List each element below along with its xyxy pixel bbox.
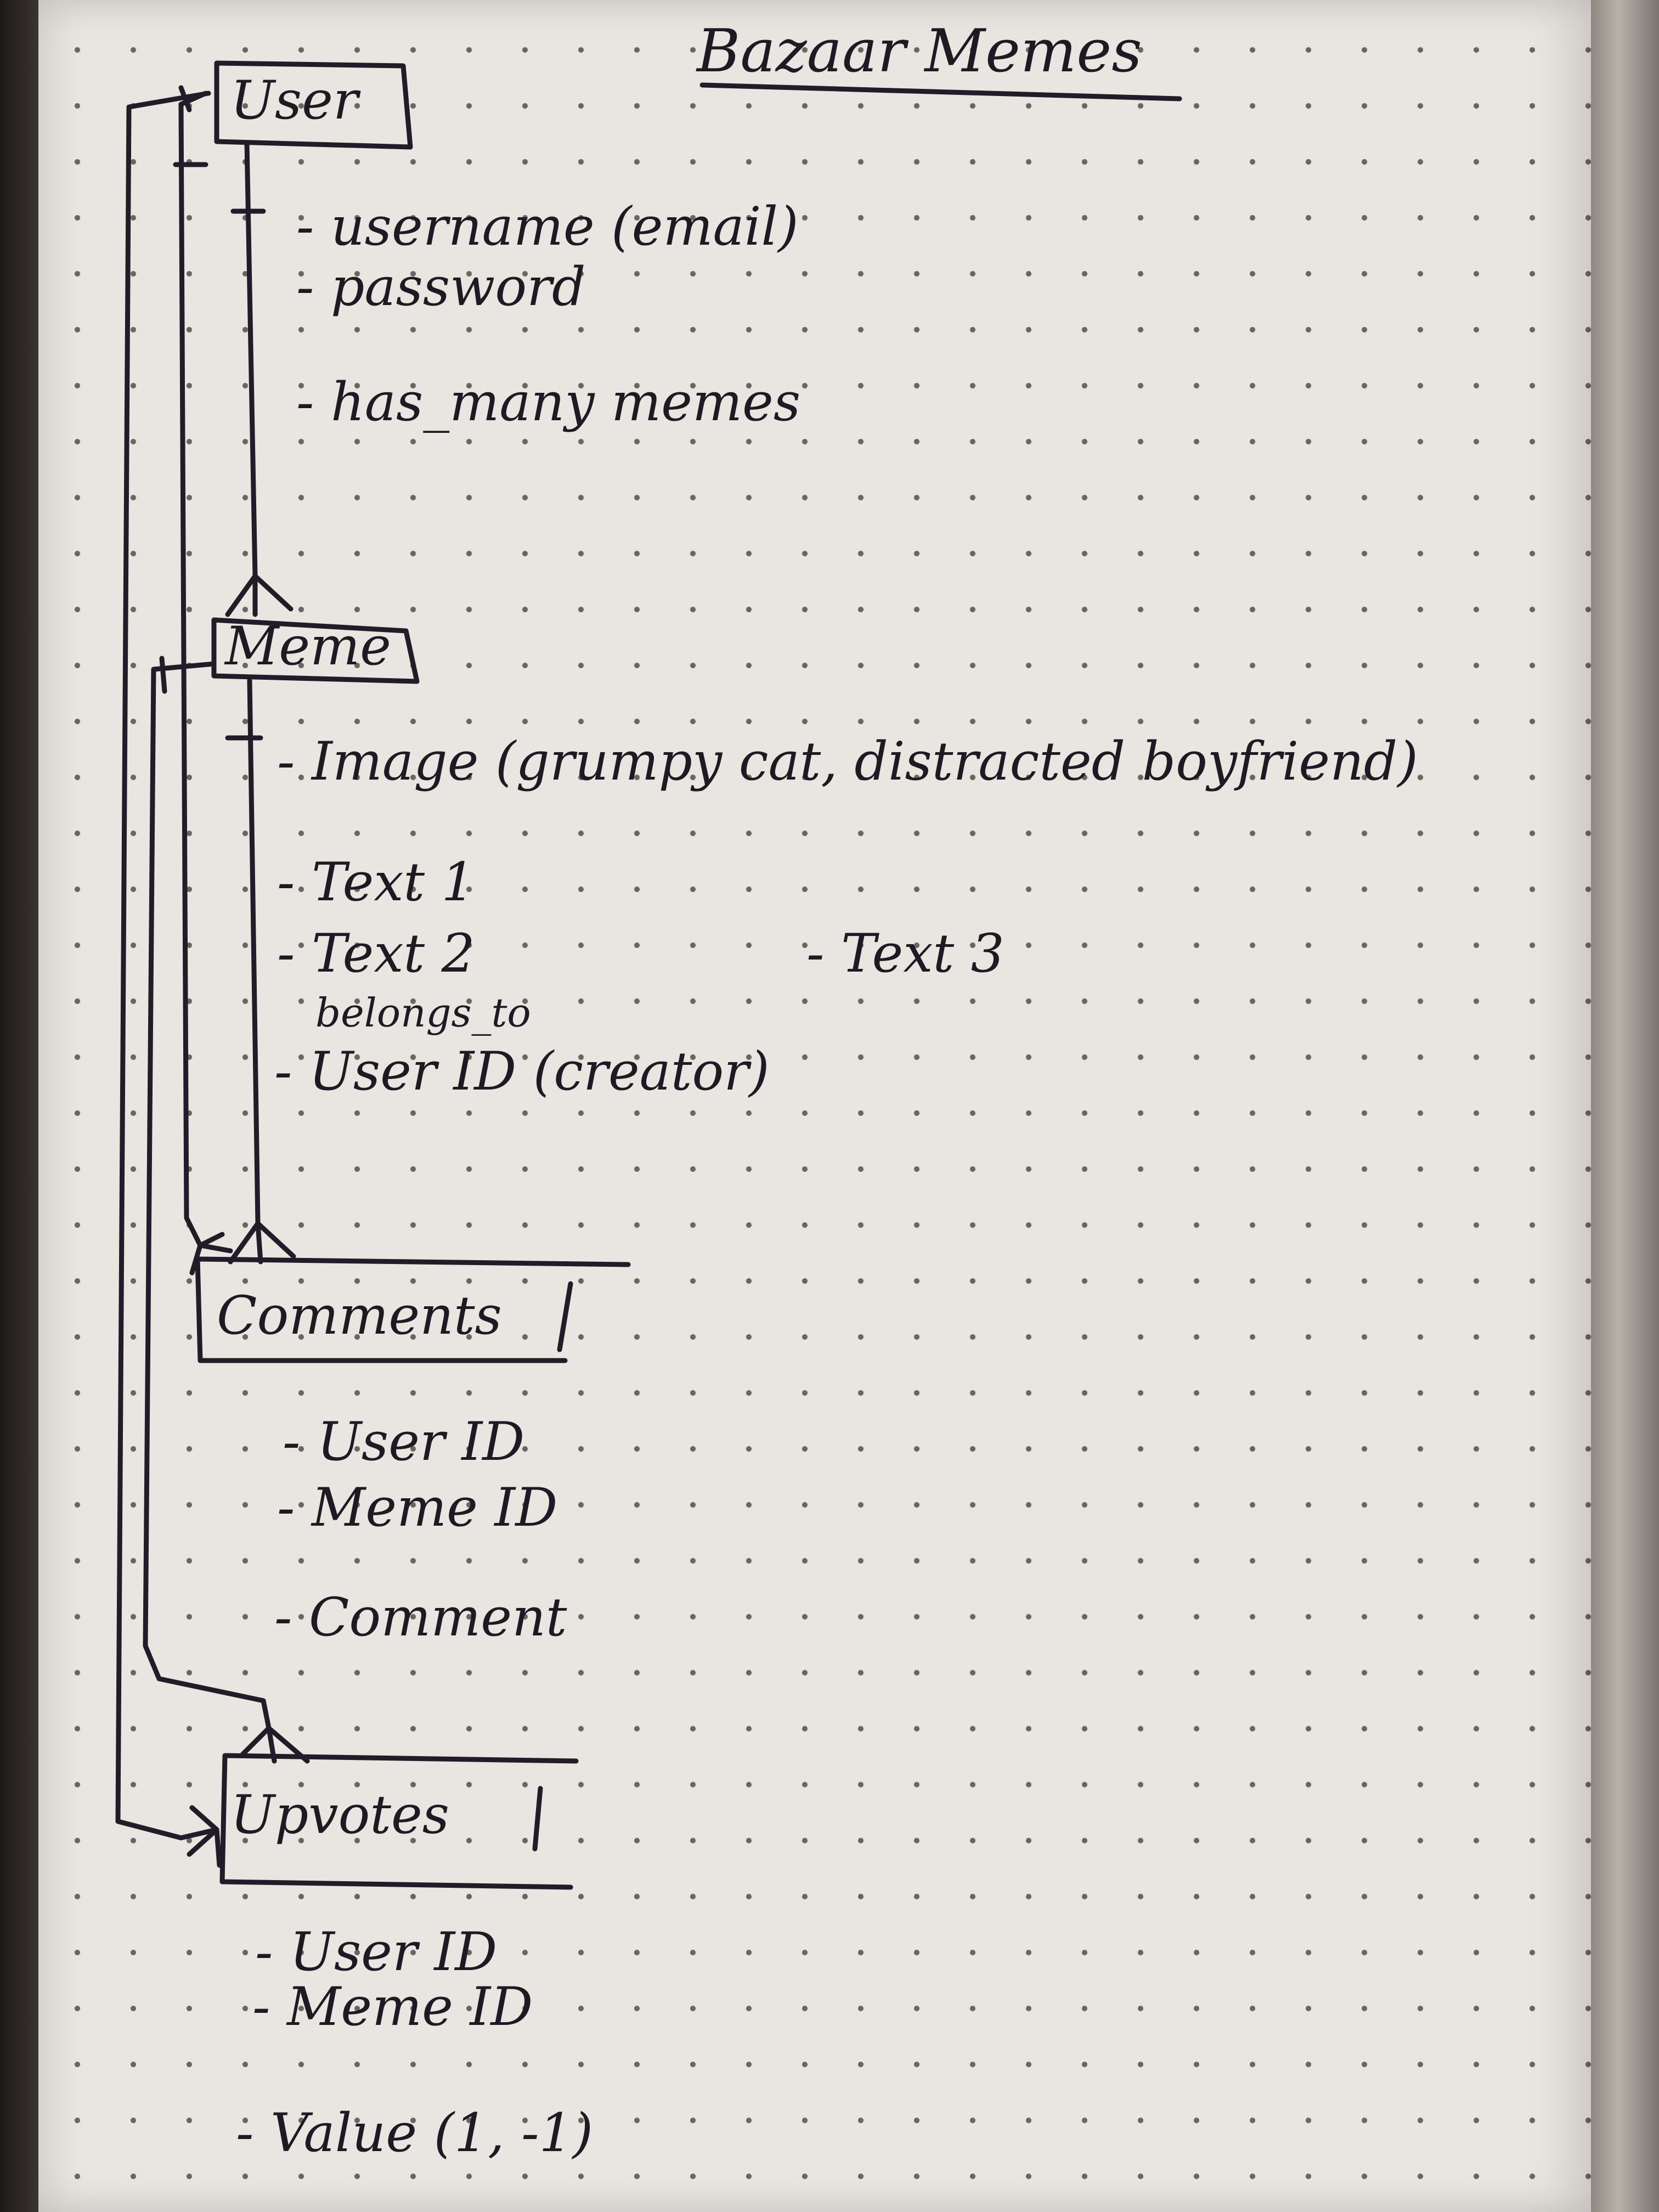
user-entity-name: User: [230, 70, 358, 131]
title-underline: [699, 82, 1182, 101]
user-attr-password: - password: [296, 256, 586, 318]
user-comments-crowfoot: [189, 1232, 233, 1276]
meme-upvotes-tick: [159, 656, 167, 694]
comments-attr-meme-id: - Meme ID: [277, 1477, 558, 1538]
comments-attr-user-id: - User ID: [283, 1411, 525, 1472]
upvotes-attr-meme-id: - Meme ID: [252, 1976, 533, 2038]
comments-attr-comment: - Comment: [274, 1587, 567, 1648]
user-upvotes-crowfoot: [187, 1805, 222, 1868]
meme-upvotes-crowfoot: [239, 1725, 310, 1764]
meme-entity-name: Meme: [225, 616, 391, 677]
meme-attr-text3: - Text 3: [806, 923, 1005, 984]
meme-comments-crowfoot: [228, 1221, 296, 1265]
meme-attr-text2: - Text 2: [277, 923, 475, 984]
upvotes-attr-value: - Value (1, -1): [236, 2102, 594, 2164]
upvotes-box: [219, 1753, 579, 1890]
user-attr-has-many: - has_many memes: [296, 371, 801, 433]
user-meme-crowfoot: [225, 573, 294, 617]
comments-box: [195, 1256, 631, 1363]
comments-entity-name: Comments: [217, 1285, 502, 1346]
meme-box: [211, 617, 420, 684]
notebook-page: [38, 0, 1591, 2212]
upvotes-entity-name: Upvotes: [230, 1784, 450, 1846]
user-comments-line: [178, 91, 208, 1248]
user-box: [214, 60, 413, 150]
user-meme-line: [244, 140, 258, 579]
meme-comments-line: [247, 678, 261, 1226]
notebook-spine: [0, 0, 38, 2212]
meme-annotation-belongs-to: belongs_to: [315, 990, 531, 1036]
user-upvotes-tick: [178, 85, 192, 112]
upvotes-attr-user-id: - User ID: [255, 1921, 498, 1983]
page-edge-shadow: [1591, 0, 1659, 2212]
diagram-title: Bazaar Memes: [697, 17, 1142, 86]
user-upvotes-line: [115, 91, 219, 1841]
meme-attr-image: - Image (grumpy cat, distracted boyfrien…: [277, 731, 1418, 792]
user-attr-username: - username (email): [296, 196, 799, 257]
meme-attr-user-id: - User ID (creator): [274, 1041, 770, 1102]
meme-attr-text1: - Text 1: [277, 851, 475, 913]
